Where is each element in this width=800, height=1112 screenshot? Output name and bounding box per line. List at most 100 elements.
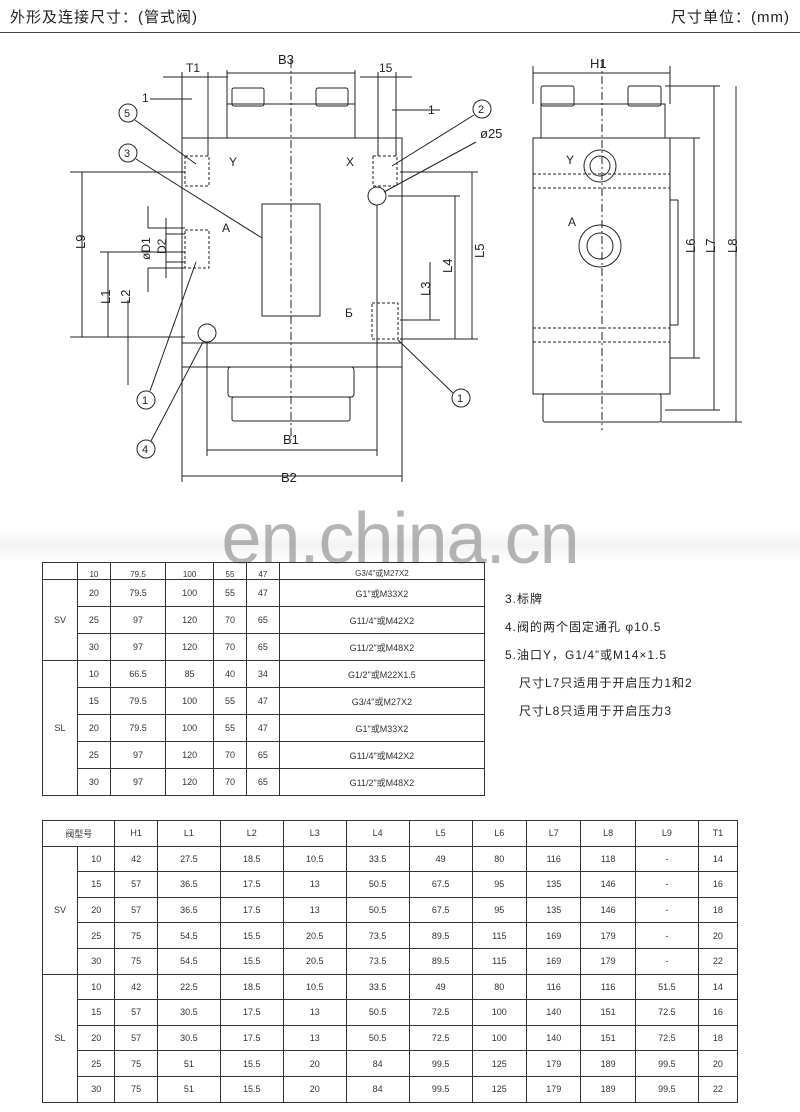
side-port-y — [583, 149, 617, 183]
table-cell: 79.5 — [109, 562, 167, 580]
table-cell: 57 — [114, 1024, 158, 1052]
table-cell: 99.5 — [408, 1075, 473, 1103]
table-cell: 22.5 — [156, 973, 221, 1001]
port-b — [371, 302, 399, 340]
table-cell: 135 — [526, 896, 582, 924]
table-cell: 70 — [213, 768, 247, 796]
table-cell: 18 — [697, 896, 739, 924]
table-cell: 15.5 — [219, 1075, 284, 1103]
column-header: L9 — [634, 820, 699, 847]
table-cell: 151 — [580, 999, 636, 1026]
table-cell: 89.5 — [408, 922, 473, 949]
table-cell: 120 — [165, 606, 215, 634]
table-cell: 85 — [165, 660, 215, 688]
table-cell: 189 — [580, 1050, 636, 1077]
table-cell: 15 — [77, 687, 111, 715]
table-cell: 17.5 — [219, 896, 284, 924]
table-cell: 100 — [165, 579, 215, 607]
side-bottom-cap — [542, 393, 662, 423]
side-label-y: Y — [566, 153, 574, 167]
table-cell: 55 — [213, 714, 247, 742]
table-cell: 99.5 — [408, 1050, 473, 1077]
dim-d2: D2 — [155, 238, 169, 254]
page-header: 外形及连接尺寸：(管式阀) 尺寸单位：(mm) — [0, 0, 800, 33]
table-cell: 10.5 — [282, 973, 347, 1001]
table-cell: 47 — [245, 579, 280, 607]
table-cell: 75 — [114, 947, 158, 975]
table-cell: 151 — [580, 1024, 636, 1052]
table-cell: 100 — [165, 562, 215, 580]
table-cell: 20.5 — [282, 922, 347, 949]
table-cell: 20 — [77, 714, 111, 742]
table-cell: 20 — [76, 896, 116, 924]
table-cell: 65 — [245, 741, 280, 769]
table-cell: 30 — [77, 633, 111, 661]
table-cell: 73.5 — [345, 947, 410, 975]
side-top-block — [540, 103, 666, 139]
table-cell: 15.5 — [219, 922, 284, 949]
table-cell: 169 — [526, 947, 582, 975]
table-cell: 10 — [76, 845, 116, 873]
table-cell: 25 — [76, 1050, 116, 1077]
dim-phi25: ø25 — [480, 126, 502, 141]
table-cell: 118 — [580, 845, 636, 873]
note-3: 3.标牌 — [505, 592, 544, 606]
note-l7: 尺寸L7只适用于开启压力1和2 — [519, 676, 693, 690]
table-cell: 30.5 — [156, 1024, 221, 1052]
table-cell: 65 — [245, 768, 280, 796]
page-title: 外形及连接尺寸：(管式阀) — [10, 9, 198, 26]
dim-l7: L7 — [703, 239, 718, 253]
table-cell: 42 — [114, 973, 158, 1001]
table-cell: 70 — [213, 741, 247, 769]
valve-type-cell: SV — [42, 579, 78, 661]
mount-hole-top — [367, 186, 387, 206]
table-cell: 99.5 — [634, 1075, 699, 1103]
valve-drawing: Y X A Б B3 T1 15 1 1 L9 L1 L2 øD1 D2 L5 … — [70, 52, 742, 485]
dim-l9: L9 — [73, 235, 88, 249]
callout-2 — [472, 99, 492, 119]
table-cell: 51 — [156, 1075, 221, 1103]
dim-d1: øD1 — [139, 237, 153, 260]
table-cell: 17.5 — [219, 871, 284, 898]
dim-l8: L8 — [725, 239, 740, 253]
table-cell: 72.5 — [634, 1024, 699, 1052]
table-cell: 34 — [245, 660, 280, 688]
notes: 3.标牌 4.阀的两个固定通孔 φ10.5 5.油口Y，G1/4”或M14×1.… — [505, 585, 693, 725]
table-cell: 50.5 — [345, 896, 410, 924]
table-cell: 179 — [526, 1050, 582, 1077]
table-cell: 10 — [76, 973, 116, 1001]
table-cell: 95 — [471, 896, 528, 924]
table-cell: 80 — [471, 845, 528, 873]
table-cell: G3/4"或M27X2 — [278, 562, 486, 580]
table-cell: 17.5 — [219, 999, 284, 1026]
table-cell: - — [634, 947, 699, 975]
table-cell: 100 — [165, 714, 215, 742]
label-x: X — [346, 155, 354, 169]
table-cell: 99.5 — [634, 1050, 699, 1077]
table-cell: 179 — [526, 1075, 582, 1103]
table-cell: 20 — [282, 1050, 347, 1077]
table-cell: 97 — [109, 768, 167, 796]
table-cell: 15.5 — [219, 1050, 284, 1077]
dim-1-left: 1 — [142, 91, 149, 105]
table-cell: 25 — [76, 922, 116, 949]
side-port-a — [578, 224, 622, 268]
table-cell: 18.5 — [219, 973, 284, 1001]
unit-label: 尺寸单位：(mm) — [671, 9, 790, 26]
table-cell: 75 — [114, 922, 158, 949]
port-y — [184, 155, 210, 187]
svg-text:5: 5 — [124, 108, 130, 120]
table-cell: 116 — [526, 973, 582, 1001]
table-cell: 116 — [580, 973, 636, 1001]
side-label-a: A — [568, 215, 576, 229]
note-4: 4.阀的两个固定通孔 φ10.5 — [505, 620, 662, 634]
table-cell: 57 — [114, 871, 158, 898]
table-cell: G11/2"或M48X2 — [278, 768, 486, 796]
table-cell: 20 — [697, 922, 739, 949]
table-cell: 79.5 — [109, 579, 167, 607]
table-cell: G11/2"或M48X2 — [278, 633, 486, 661]
